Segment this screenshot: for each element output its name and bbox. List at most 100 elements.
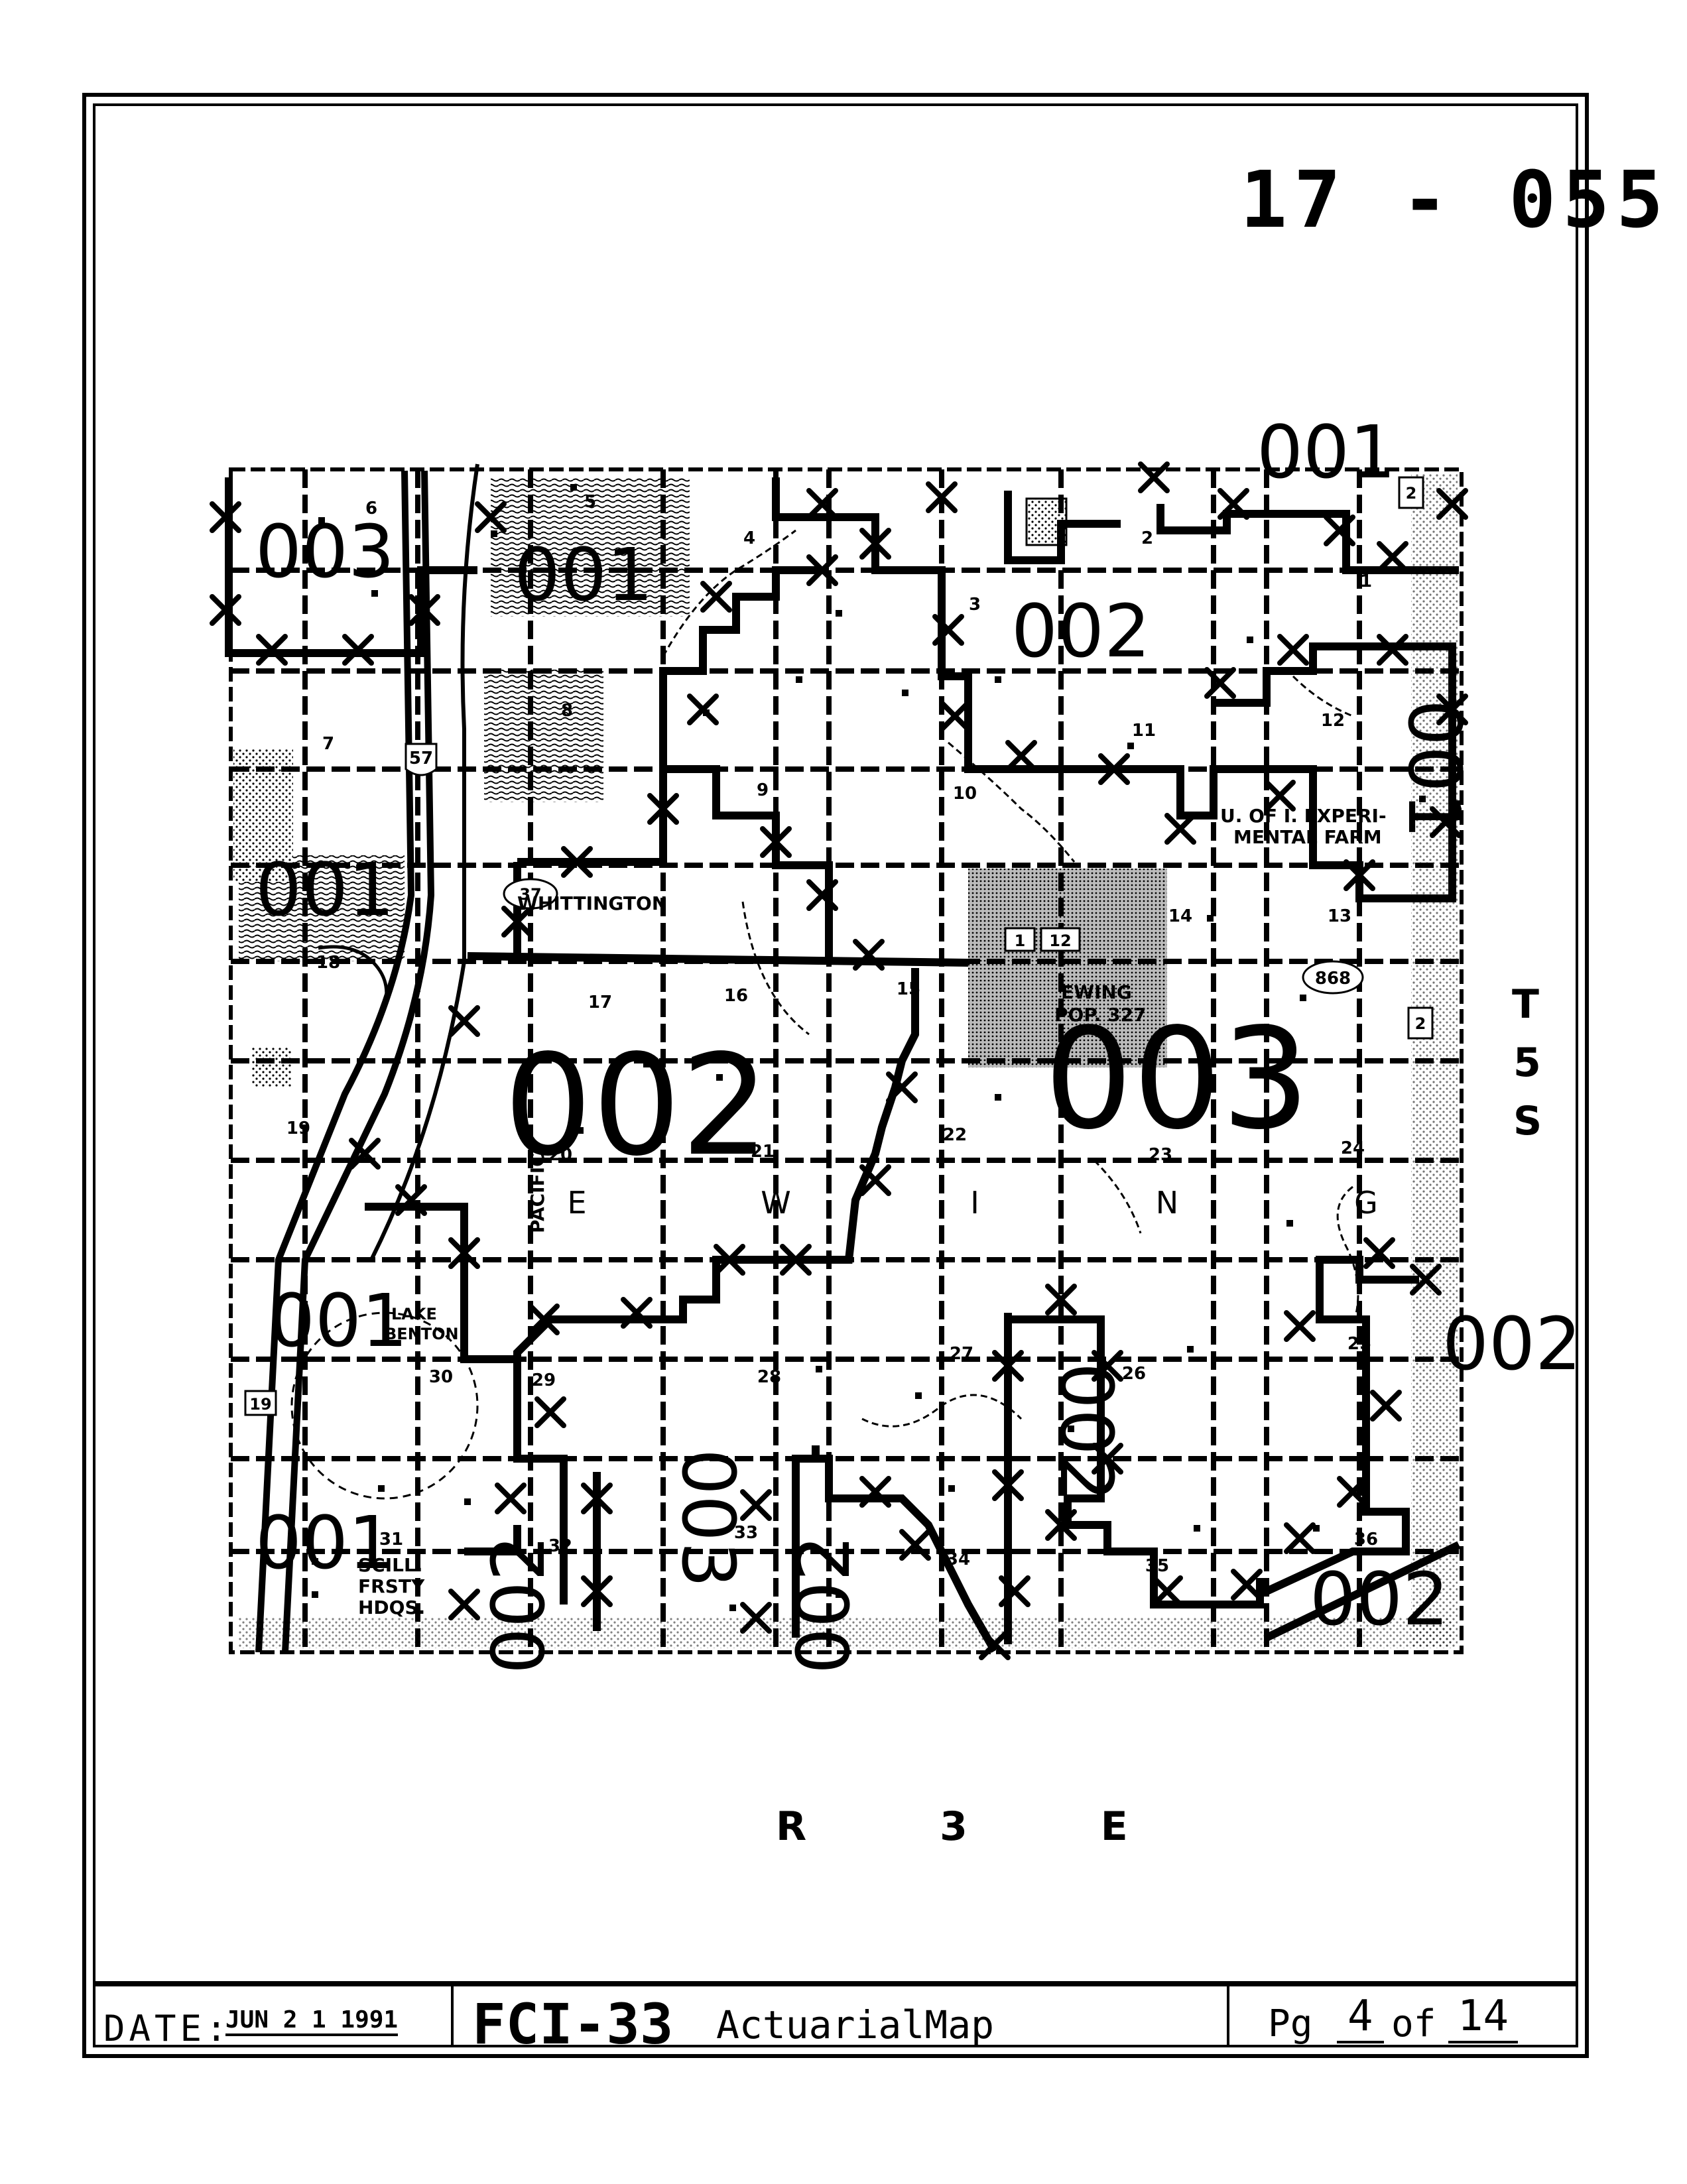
svg-text:14: 14: [1168, 906, 1192, 926]
label-experimental-1: U. OF I. EXPERI-: [1220, 805, 1387, 827]
boundary-x-marks: [210, 461, 1468, 1660]
svg-text:003: 003: [255, 509, 395, 594]
label-scill: SCILL.: [358, 1554, 422, 1576]
svg-text:7: 7: [322, 734, 334, 754]
route-shield-2-north: 2: [1398, 476, 1424, 509]
svg-text:17: 17: [588, 993, 612, 1012]
svg-text:E: E: [567, 1185, 586, 1221]
svg-text:11: 11: [1132, 721, 1156, 741]
page-label: Pg: [1268, 2002, 1313, 2045]
page-of: of: [1391, 2002, 1436, 2045]
route-2-north-label: 2: [1406, 484, 1417, 503]
svg-text:5: 5: [584, 492, 596, 512]
township-letter-t: T: [1512, 981, 1539, 1028]
date-label: DATE:: [103, 2008, 231, 2049]
svg-text:33: 33: [734, 1523, 758, 1543]
route-shield-37: 37: [503, 878, 558, 910]
svg-text:30: 30: [429, 1367, 453, 1387]
label-lake: LAKE: [391, 1305, 437, 1323]
svg-text:36: 36: [1354, 1530, 1378, 1549]
svg-text:002: 002: [1044, 1363, 1129, 1502]
label-experimental-2: MENTAL FARM: [1233, 826, 1382, 848]
svg-text:I: I: [970, 1185, 979, 1221]
svg-text:8: 8: [561, 701, 573, 721]
svg-text:27: 27: [950, 1344, 973, 1364]
place-labels: WHITTINGTON EWING POP. 327 U. OF I. EXPE…: [358, 805, 1387, 1618]
label-pacific: PACIFIC: [527, 1153, 548, 1233]
svg-text:N: N: [1156, 1185, 1178, 1221]
label-benton: BENTON: [385, 1325, 459, 1343]
svg-text:16: 16: [724, 986, 748, 1006]
route-2-east-label: 2: [1415, 1014, 1426, 1033]
svg-text:1: 1: [1360, 572, 1372, 591]
svg-text:W: W: [761, 1185, 790, 1221]
svg-text:32: 32: [548, 1536, 572, 1556]
route-37-label: 37: [519, 885, 541, 904]
route-shield-868: 868: [1302, 960, 1364, 995]
form-title: ActuarialMap: [716, 2002, 995, 2047]
svg-text:001: 001: [1392, 699, 1477, 839]
zone-code-large-002: 002: [504, 1024, 770, 1187]
footer-rule: [93, 1981, 1578, 1986]
svg-text:24: 24: [1341, 1138, 1365, 1158]
route-shield-57: 57: [405, 743, 438, 776]
svg-text:6: 6: [365, 499, 377, 518]
svg-text:25: 25: [1347, 1334, 1371, 1354]
route-shield-1: 1: [1004, 927, 1036, 952]
svg-text:21: 21: [751, 1142, 775, 1162]
svg-text:34: 34: [946, 1549, 970, 1569]
form-code: FCI-33: [472, 1992, 674, 2057]
route-868-label: 868: [1315, 969, 1351, 989]
map-structures: [312, 484, 1426, 1611]
label-pop: POP. 327: [1054, 1004, 1147, 1026]
svg-text:15: 15: [897, 979, 920, 999]
svg-text:001: 001: [255, 847, 395, 932]
zone-codes: 003 001 001 002 001 001 001 002 002 002 …: [255, 410, 1582, 1674]
label-frsty: FRSTY: [358, 1575, 425, 1597]
svg-text:13: 13: [1328, 906, 1351, 926]
svg-text:18: 18: [316, 953, 340, 973]
page-total: 14: [1448, 1992, 1519, 2043]
svg-text:002: 002: [781, 1535, 866, 1674]
svg-text:001: 001: [269, 1278, 408, 1363]
page-current: 4: [1337, 1992, 1384, 2043]
label-ewing: EWING: [1061, 981, 1132, 1003]
township-name: E W I N G: [567, 1185, 1377, 1221]
section-numbers: 1 2 3 4 5 6 7 8 9 10 11 12 13 14 15 16 1…: [286, 492, 1378, 1576]
label-hdqs: HDQS.: [358, 1597, 425, 1618]
footer-divider-2: [1227, 1984, 1229, 2047]
township-letter-s: S: [1513, 1098, 1542, 1144]
range-label: R 3 E: [776, 1803, 1188, 1850]
svg-text:4: 4: [743, 528, 755, 548]
footer-divider-1: [451, 1984, 454, 2047]
svg-text:28: 28: [757, 1367, 781, 1387]
svg-text:12: 12: [1321, 711, 1345, 731]
route-19-label: 19: [249, 1395, 271, 1414]
sheet-id: 17 - 055: [1240, 154, 1670, 245]
svg-text:002: 002: [476, 1535, 561, 1674]
township-letter-5: 5: [1513, 1040, 1541, 1086]
roads: [255, 463, 1359, 1653]
svg-text:G: G: [1354, 1185, 1378, 1221]
svg-text:002: 002: [1011, 589, 1151, 674]
svg-text:2: 2: [1141, 528, 1153, 548]
svg-text:31: 31: [379, 1530, 403, 1549]
svg-text:23: 23: [1149, 1145, 1172, 1165]
inner-frame: [93, 103, 1578, 2047]
svg-text:3: 3: [969, 595, 981, 615]
svg-text:002: 002: [1442, 1302, 1582, 1386]
route-shield-12: 12: [1040, 927, 1081, 952]
route-12-label: 12: [1049, 932, 1071, 950]
svg-text:001: 001: [1257, 410, 1396, 495]
svg-text:29: 29: [532, 1370, 556, 1390]
svg-text:001: 001: [255, 1500, 395, 1585]
svg-text:001: 001: [514, 532, 653, 617]
svg-text:22: 22: [943, 1125, 967, 1145]
route-57-label: 57: [409, 749, 433, 768]
svg-text:19: 19: [286, 1119, 310, 1138]
label-whittington: WHITTINGTON: [517, 892, 667, 914]
route-shields: 57 868 37 19 1 12 2 2: [244, 476, 1434, 1416]
outer-frame: [82, 93, 1589, 2058]
svg-text:10: 10: [953, 784, 977, 804]
